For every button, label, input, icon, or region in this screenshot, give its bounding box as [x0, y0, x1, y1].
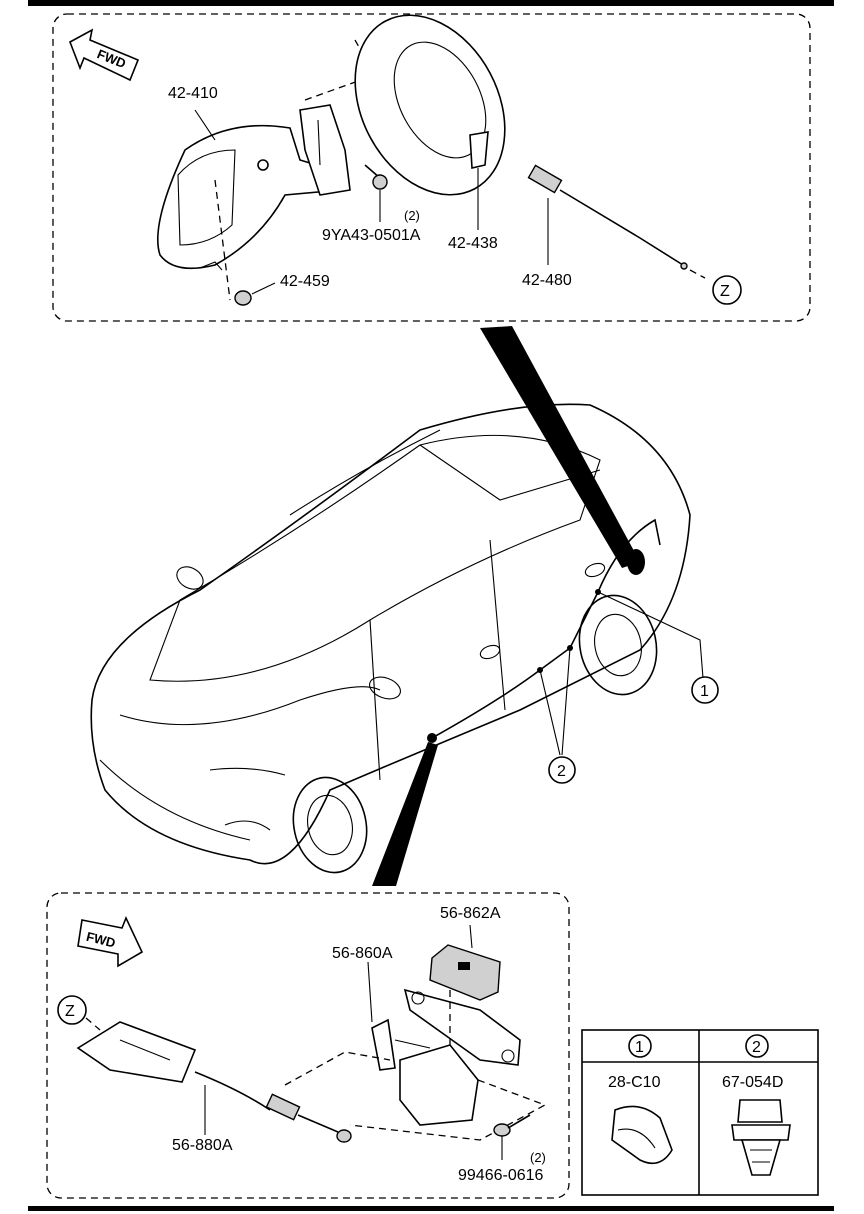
legend-col2-num: 2	[752, 1039, 761, 1056]
lid-panel-part	[354, 14, 506, 196]
lid-cable-part	[527, 164, 706, 279]
bottom-inset-frame	[46, 892, 570, 1199]
screw-part	[493, 1114, 531, 1137]
callout-42-480: 42-480	[522, 272, 572, 289]
top-inset: FWD 42-410 (2) 9YA43-0501A 42-459	[52, 13, 811, 322]
callout-bolt-qty: (2)	[404, 208, 420, 223]
bumper-part	[234, 290, 252, 306]
callout-42-438: 42-438	[448, 235, 498, 252]
leader-42410	[194, 109, 216, 141]
callout-56-880A: 56-880A	[172, 1137, 233, 1154]
clip-28-C10-icon	[611, 1105, 673, 1165]
bottom-inset: FWD Z 56-880A 56-860A	[46, 892, 570, 1199]
opener-cover-part	[429, 944, 501, 1001]
clip-1-marker	[691, 676, 719, 704]
clip-2-label: 2	[557, 763, 566, 780]
fwd-arrow-bottom-icon: FWD	[77, 915, 144, 968]
opener-cable-part	[76, 1021, 352, 1143]
bottom-border	[28, 1206, 834, 1211]
fuel-lid-location	[627, 549, 645, 575]
legend-col1-part: 28-C10	[608, 1074, 661, 1091]
fwd-label-bottom: FWD	[85, 929, 117, 951]
leader-clip-1	[597, 591, 704, 679]
legend-2-marker	[745, 1034, 769, 1058]
car-illustration	[90, 403, 691, 874]
callout-99466-0616: 99466-0616	[458, 1167, 544, 1184]
legend-1-marker	[628, 1034, 652, 1058]
bolt-part	[364, 164, 388, 190]
callout-9YA43-0501A: 9YA43-0501A	[322, 227, 421, 244]
callout-56-860A: 56-860A	[332, 945, 393, 962]
top-border	[28, 0, 834, 6]
callout-42-459: 42-459	[280, 273, 330, 290]
clip-67-054D-icon	[731, 1099, 791, 1176]
leader-clip-2	[539, 647, 571, 756]
pointer-wedge-bottom	[372, 742, 438, 886]
pointer-wedge-top	[480, 326, 640, 568]
z-marker-top	[712, 275, 742, 305]
fwd-arrow-top-icon: FWD	[69, 28, 140, 82]
clip-1-label: 1	[700, 683, 709, 700]
callout-screw-qty: (2)	[530, 1150, 546, 1165]
legend-col2-part: 67-054D	[722, 1074, 783, 1091]
z-label-top: Z	[720, 283, 730, 300]
clip-2-marker	[548, 756, 576, 784]
z-marker-bottom	[57, 995, 87, 1025]
z-label-bottom: Z	[65, 1003, 75, 1020]
top-inset-frame	[52, 13, 811, 322]
fuel-lid-part	[157, 104, 351, 271]
callout-42-410: 42-410	[168, 85, 218, 102]
legend-col1-num: 1	[635, 1039, 644, 1056]
callout-56-862A: 56-862A	[440, 905, 501, 922]
clip-legend-table: 1 2 28-C10 67-054D	[581, 1029, 819, 1196]
opener-assembly-part	[371, 988, 521, 1126]
